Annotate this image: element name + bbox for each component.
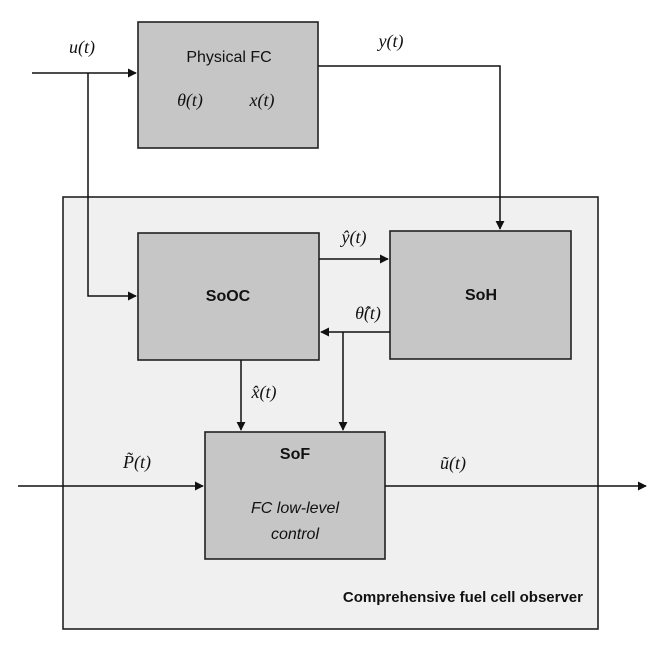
soh-block <box>389 230 572 360</box>
observer-caption: Comprehensive fuel cell observer <box>343 589 583 606</box>
sooc-title: SoOC <box>206 288 251 305</box>
sof-subtitle-1: FC low-level <box>251 500 339 517</box>
arrow-u-to-sooc <box>87 73 137 301</box>
physical-fc-x: x(t) <box>249 90 275 111</box>
sof-title: SoF <box>280 446 310 463</box>
label-theta-hat: θ̂(t) <box>355 303 381 324</box>
sof-subtitle-2: control <box>271 526 319 543</box>
soh-title: SoH <box>465 287 497 304</box>
arrow-y-to-soh <box>318 65 505 230</box>
label-x-hat: x̂(t) <box>251 382 277 403</box>
physical-fc-block <box>137 21 319 149</box>
label-y-hat: ŷ(t) <box>340 227 367 248</box>
sof-block <box>204 431 386 560</box>
sooc-block <box>137 232 320 361</box>
label-u-tilde: ũ(t) <box>440 453 466 474</box>
label-u: u(t) <box>69 37 95 58</box>
physical-fc-theta: θ(t) <box>177 90 203 111</box>
label-y: y(t) <box>377 31 404 52</box>
label-p-tilde: P̃(t) <box>122 452 151 473</box>
physical-fc-title: Physical FC <box>186 49 271 66</box>
